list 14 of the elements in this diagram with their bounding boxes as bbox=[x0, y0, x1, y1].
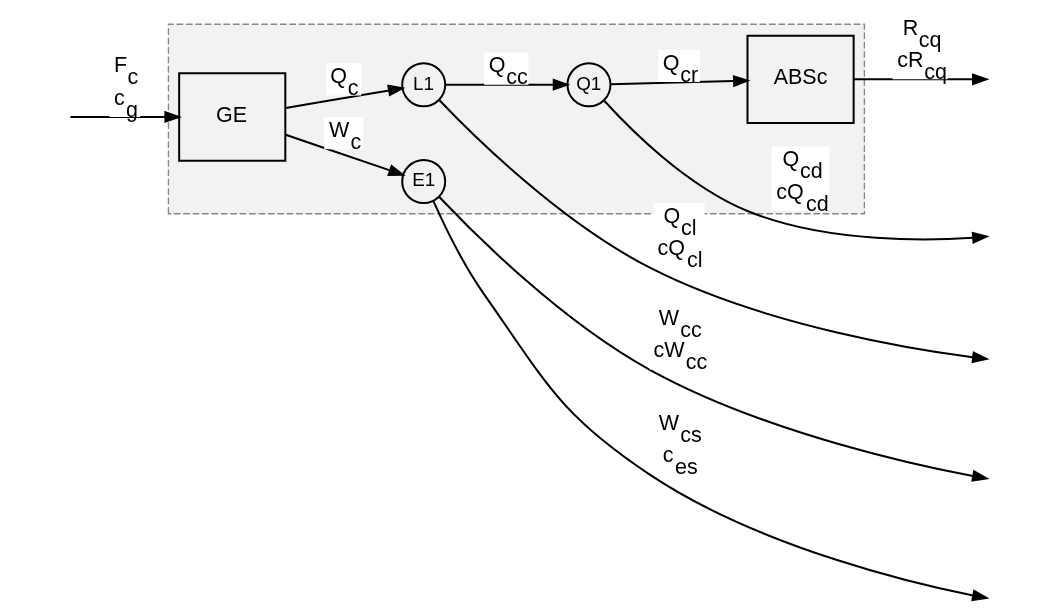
node-circle: E1 bbox=[400, 158, 446, 204]
node-box: GE bbox=[177, 72, 286, 162]
arrow bbox=[438, 196, 989, 482]
arrow bbox=[284, 133, 406, 176]
node-circle: L1 bbox=[400, 62, 446, 108]
arrow bbox=[853, 73, 989, 86]
arrow bbox=[285, 84, 405, 110]
node-box: ABSc bbox=[746, 34, 855, 125]
node-circle: Q1 bbox=[565, 62, 611, 108]
arrow bbox=[602, 99, 990, 244]
arrow bbox=[438, 99, 990, 364]
arrow bbox=[445, 78, 570, 91]
arrow bbox=[610, 74, 751, 88]
arrow bbox=[69, 110, 182, 124]
